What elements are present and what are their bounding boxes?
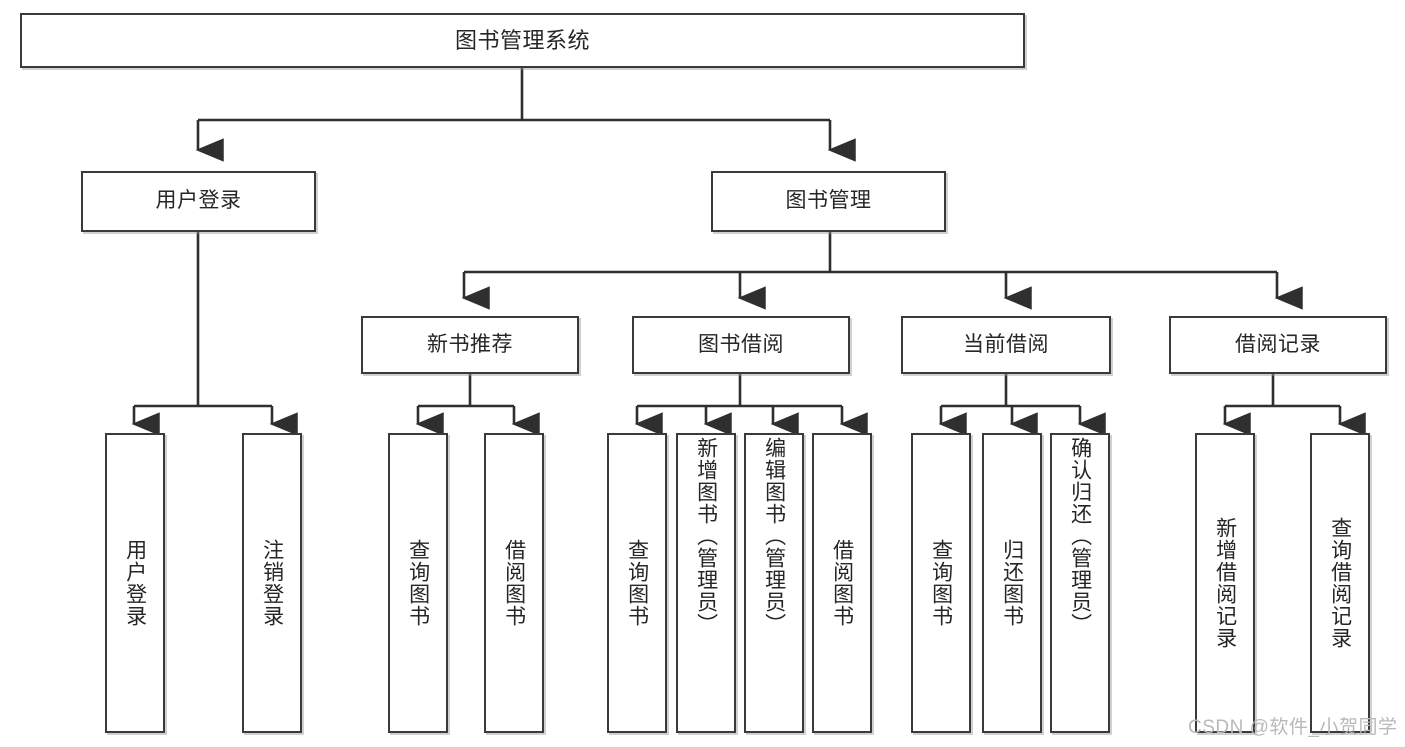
- leaf-user-login-logout[interactable]: 注销登录: [242, 433, 302, 733]
- csdn-watermark: CSDN @软件_小贺同学: [1188, 717, 1398, 738]
- node-root-label: 图书管理系统: [454, 27, 590, 53]
- leaf-borrow-borrow-book[interactable]: 借阅图书: [812, 433, 872, 733]
- leaf-borrow-add-book[interactable]: 新增图书（管理员）: [676, 433, 736, 733]
- leaf-borrow-edit-book[interactable]: 编辑图书（管理员）: [744, 433, 804, 733]
- node-book-borrow-label: 图书借阅: [698, 332, 784, 356]
- leaf-current-confirm-return-label: 确认归还（管理员）: [1068, 437, 1092, 635]
- leaf-new-book-borrow-label: 借阅图书: [502, 539, 526, 627]
- node-book-management[interactable]: 图书管理: [711, 171, 946, 232]
- leaf-current-query-book[interactable]: 查询图书: [911, 433, 971, 733]
- leaf-new-book-borrow[interactable]: 借阅图书: [484, 433, 544, 733]
- node-new-book-recommend-label: 新书推荐: [427, 332, 513, 356]
- leaf-user-login-logout-label: 注销登录: [260, 539, 284, 627]
- node-user-login-label: 用户登录: [155, 189, 242, 213]
- leaf-new-book-query[interactable]: 查询图书: [388, 433, 448, 733]
- leaf-user-login-login[interactable]: 用户登录: [105, 433, 165, 733]
- leaf-borrow-query-book[interactable]: 查询图书: [607, 433, 667, 733]
- leaf-current-query-book-label: 查询图书: [929, 539, 953, 627]
- leaf-borrow-query-book-label: 查询图书: [625, 539, 649, 627]
- leaf-current-confirm-return[interactable]: 确认归还（管理员）: [1050, 433, 1110, 733]
- leaf-borrow-add-book-label: 新增图书（管理员）: [694, 437, 718, 635]
- leaf-borrow-borrow-book-label: 借阅图书: [830, 539, 854, 627]
- node-current-borrow-label: 当前借阅: [963, 332, 1049, 356]
- leaf-current-return-book-label: 归还图书: [1000, 539, 1024, 627]
- leaf-record-add[interactable]: 新增借阅记录: [1195, 433, 1255, 733]
- node-book-management-label: 图书管理: [785, 189, 872, 213]
- leaf-borrow-edit-book-label: 编辑图书（管理员）: [762, 437, 786, 635]
- node-borrow-record[interactable]: 借阅记录: [1169, 316, 1387, 374]
- leaf-record-add-label: 新增借阅记录: [1213, 517, 1237, 649]
- leaf-current-return-book[interactable]: 归还图书: [982, 433, 1042, 733]
- node-new-book-recommend[interactable]: 新书推荐: [361, 316, 579, 374]
- node-borrow-record-label: 借阅记录: [1235, 332, 1321, 356]
- node-root[interactable]: 图书管理系统: [20, 13, 1025, 68]
- leaf-new-book-query-label: 查询图书: [406, 539, 430, 627]
- node-user-login[interactable]: 用户登录: [81, 171, 316, 232]
- node-current-borrow[interactable]: 当前借阅: [901, 316, 1111, 374]
- leaf-user-login-login-label: 用户登录: [123, 539, 147, 627]
- node-book-borrow[interactable]: 图书借阅: [632, 316, 850, 374]
- leaf-record-query[interactable]: 查询借阅记录: [1310, 433, 1370, 733]
- leaf-record-query-label: 查询借阅记录: [1328, 517, 1352, 649]
